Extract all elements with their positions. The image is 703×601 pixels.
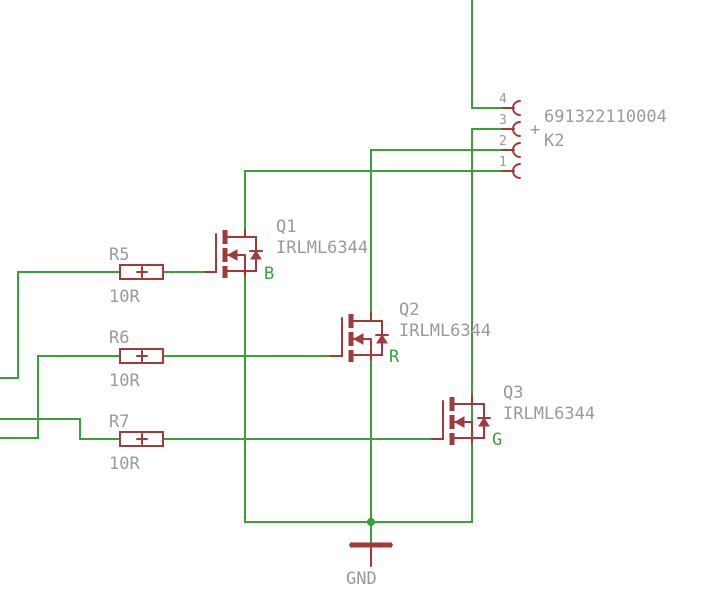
resistor-r6-name: R6 (109, 328, 129, 348)
resistor-r7-value: 10R (109, 454, 140, 474)
mosfet-q2-gate (329, 317, 343, 357)
resistor-r6-mark (136, 350, 148, 362)
resistor-r7-body (119, 431, 164, 447)
resistor-r7-name: R7 (109, 412, 129, 432)
mosfet-q3-arrow (453, 416, 465, 428)
mosfet-q1-terminals (224, 229, 257, 277)
mosfet-q2-net: R (389, 347, 400, 367)
mosfet-q3-gate (431, 400, 444, 440)
resistor-r5: R5 10R (109, 245, 164, 307)
ground-junction (367, 518, 375, 526)
resistor-r7-mark (136, 433, 148, 445)
resistor-r6-value: 10R (109, 371, 140, 391)
connector-pin-4 (501, 100, 521, 116)
connector-pin-number-2: 2 (499, 134, 507, 149)
mosfet-q1-net: B (264, 264, 274, 284)
mosfet-q2: Q2 IRLML6344 R (329, 300, 491, 367)
ground-bar (349, 544, 393, 567)
connector-pin-number-4: 4 (499, 92, 507, 107)
resistor-r5-body (119, 264, 164, 280)
mosfet-q2-diode (376, 334, 388, 344)
mosfet-q1-diode (250, 250, 262, 260)
connector-pin-number-1: 1 (499, 155, 507, 170)
resistor-r5-mark (136, 266, 148, 278)
mosfet-q3-name: Q3 (503, 383, 523, 403)
wire-r7-left (0, 418, 121, 440)
resistor-r7: R7 10R (109, 412, 164, 474)
ground-symbol: GND (346, 542, 393, 589)
wire-r6-left (0, 355, 121, 439)
wire-pin4 (471, 0, 503, 109)
resistor-r6: R6 10R (109, 328, 164, 391)
resistor-r6-body (119, 348, 164, 364)
connector-k2: 4 3 2 1 + 691322110004 K2 (499, 92, 667, 179)
wire-r5-left (0, 271, 121, 379)
connector-name: K2 (544, 131, 564, 151)
connector-pin-number-3: 3 (499, 113, 507, 128)
connector-pin-2 (501, 142, 521, 158)
connector-plus-mark: + (530, 120, 540, 140)
mosfet-q2-name: Q2 (399, 300, 419, 320)
mosfet-q3-diode (478, 417, 490, 427)
wires (0, 0, 503, 546)
mosfet-q3: Q3 IRLML6344 G (431, 383, 595, 450)
connector-pin-1 (501, 163, 521, 179)
mosfet-q1-name: Q1 (276, 217, 296, 237)
mosfet-q1-gate (204, 233, 217, 273)
mosfet-q1-arrow (226, 249, 238, 261)
resistor-r5-name: R5 (109, 245, 129, 265)
mosfet-q1-value: IRLML6344 (276, 238, 368, 258)
wire-pin1 (244, 170, 503, 231)
mosfet-q1: Q1 IRLML6344 B (204, 217, 368, 284)
mosfet-q2-arrow (352, 333, 364, 345)
wire-pin2 (370, 149, 503, 313)
ground-label: GND (346, 569, 377, 589)
mosfet-q2-value: IRLML6344 (399, 321, 491, 341)
mosfet-q3-net: G (492, 430, 502, 450)
mosfet-q3-value: IRLML6344 (503, 404, 595, 424)
resistor-r5-value: 10R (109, 287, 140, 307)
wire-q1-source (244, 275, 473, 523)
connector-value: 691322110004 (544, 107, 667, 127)
connector-pin-3 (501, 121, 521, 137)
